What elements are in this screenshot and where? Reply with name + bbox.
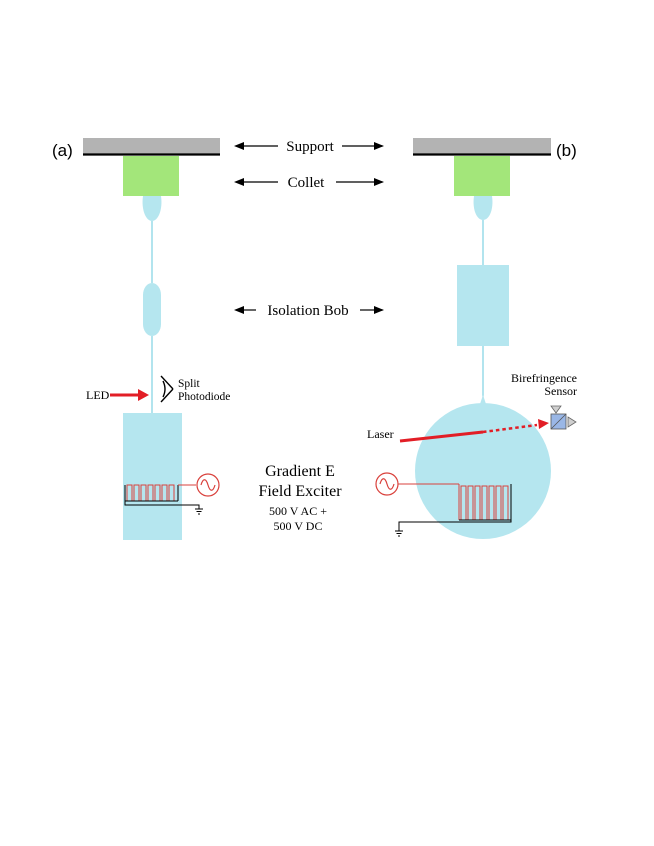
panel-b: (b) Laser Birefringence Sensor	[367, 138, 577, 539]
collet-arrowhead-right	[374, 178, 384, 186]
isolation-arrowhead-right	[374, 306, 384, 314]
led-label: LED	[86, 388, 110, 402]
collet-b	[454, 156, 510, 196]
voltage-label-line2: 500 V DC	[274, 519, 323, 533]
support-plate-a	[83, 138, 220, 154]
support-plate-b	[413, 138, 551, 154]
laser-beam-transmitted	[482, 423, 538, 434]
support-label: Support	[286, 139, 334, 155]
collet-tip-a	[142, 196, 162, 221]
fiber-attachment-b	[480, 395, 486, 404]
collet-arrowhead-left	[234, 178, 244, 186]
collet-label: Collet	[288, 175, 325, 191]
support-arrowhead-left	[234, 142, 244, 150]
gradient-label-line2: Field Exciter	[258, 483, 342, 500]
isolation-bob-a	[143, 283, 161, 336]
electrode-comb-b	[458, 484, 512, 521]
isolation-bob-label: Isolation Bob	[267, 303, 348, 319]
ground-wire-a	[124, 501, 200, 509]
led-arrowhead	[138, 389, 149, 401]
electrode-comb-a	[124, 484, 179, 502]
laser-beam	[399, 430, 484, 443]
photodiode-icon	[160, 375, 174, 403]
ground-icon-b	[395, 530, 403, 537]
birefringence-label: Birefringence	[511, 371, 577, 385]
panel-a-label: (a)	[52, 141, 73, 160]
panel-a: (a) LED Split Photodiode	[52, 138, 230, 540]
center-labels: Support Collet Isolation Bob Gradient E …	[234, 139, 384, 533]
support-arrowhead-right	[374, 142, 384, 150]
isolation-bob-b	[457, 265, 509, 346]
collet-tip-b	[473, 196, 493, 220]
laser-label: Laser	[367, 427, 394, 441]
beam-splitter-icon	[550, 405, 577, 430]
collet-a	[123, 156, 179, 196]
sensor-label: Sensor	[544, 384, 577, 398]
ac-source-icon-a	[196, 473, 220, 497]
ground-wire-b	[398, 520, 512, 531]
split-label: Split	[178, 378, 201, 390]
torsion-disk-b	[415, 403, 551, 539]
voltage-label-line1: 500 V AC +	[269, 504, 327, 518]
gradient-label-line1: Gradient E	[265, 463, 335, 480]
ground-icon-a	[195, 508, 203, 515]
photodiode-label: Photodiode	[178, 391, 230, 403]
ac-source-icon-b	[375, 472, 399, 496]
panel-b-label: (b)	[556, 141, 577, 160]
laser-arrowhead	[538, 419, 549, 429]
pendulum-bob-a	[123, 413, 182, 540]
isolation-arrowhead-left	[234, 306, 244, 314]
